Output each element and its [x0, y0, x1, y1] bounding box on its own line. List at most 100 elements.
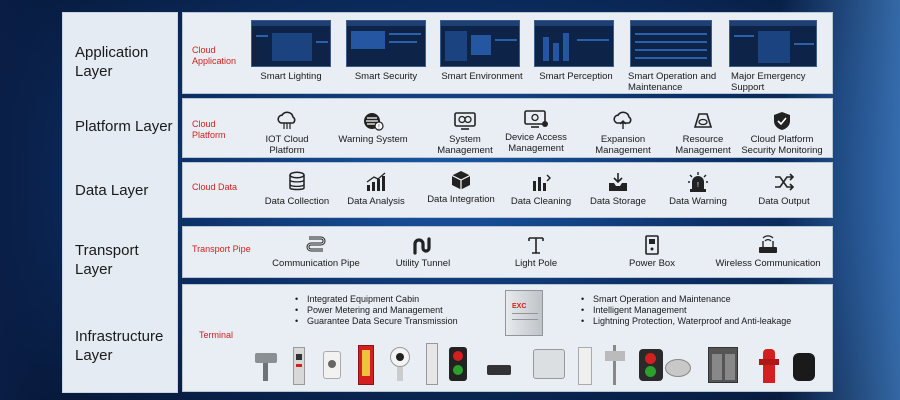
- layer-labels-column: Application Layer Platform Layer Data La…: [62, 12, 178, 393]
- svg-text:!: !: [697, 182, 699, 189]
- speaker-column-device: [426, 343, 438, 385]
- transport-label: Wireless Communication: [715, 258, 821, 269]
- background-glow-left: [0, 0, 70, 400]
- platform-panel: Cloud Platform IOT Cloud Platform ! Warn…: [182, 98, 833, 158]
- data-label: Data Warning: [669, 196, 727, 207]
- data-item-collection: Data Collection: [259, 171, 335, 207]
- data-label: Data Collection: [264, 196, 330, 207]
- app-label-smart-operation: Smart Operation and Maintenance: [628, 71, 717, 93]
- weather-station-device: [603, 345, 627, 385]
- data-item-warning: ! Data Warning: [663, 171, 733, 207]
- data-item-integration: Data Integration: [423, 169, 499, 205]
- transport-item-wireless: Wireless Communication: [709, 235, 827, 269]
- gateway-box-device: [533, 349, 565, 379]
- infrastructure-tag: Terminal: [199, 330, 234, 340]
- layer-label-application: Application Layer: [75, 44, 149, 80]
- data-label: Data Storage: [590, 196, 646, 207]
- display-screen-device: [358, 345, 374, 385]
- cleaning-chart-icon: [533, 174, 551, 191]
- data-label: Data Output: [758, 196, 810, 207]
- bullet-item: Guarantee Data Secure Transmission: [293, 316, 493, 327]
- warning-signal-icon: !: [364, 113, 384, 131]
- platform-tag: Cloud Platform: [192, 119, 226, 140]
- emergency-call-device: [323, 351, 341, 379]
- platform-label: Cloud Platform Security Monitoring: [741, 134, 823, 156]
- transport-label: Light Pole: [514, 258, 558, 269]
- bullet-item: Smart Operation and Maintenance: [579, 294, 829, 305]
- shuffle-icon: [775, 173, 795, 191]
- infrastructure-panel: Terminal Integrated Equipment Cabin Powe…: [182, 284, 833, 392]
- platform-item-device-access: Device Access Management: [501, 109, 571, 154]
- screenshot-emergency-support: [729, 20, 817, 67]
- data-label: Data Integration: [427, 194, 495, 205]
- trash-bin-device: [708, 347, 738, 383]
- transport-label: Communication Pipe: [272, 258, 360, 269]
- transport-item-pipe: Communication Pipe: [265, 235, 367, 269]
- cube-icon: [451, 171, 471, 190]
- screenshot-smart-perception: [534, 20, 614, 67]
- platform-item-security-monitoring: Cloud Platform Security Monitoring: [735, 111, 829, 156]
- smart-terminal-device: [793, 353, 815, 381]
- fire-hydrant-device: [759, 345, 779, 385]
- transport-label: Power Box: [629, 258, 675, 269]
- cloud-icon: [277, 111, 296, 129]
- platform-label: Resource Management: [675, 134, 731, 156]
- bullet-item: Power Metering and Management: [293, 305, 493, 316]
- infrastructure-bullets-left: Integrated Equipment Cabin Power Meterin…: [293, 294, 493, 327]
- bullet-item: Lightning Protection, Waterproof and Ant…: [579, 316, 829, 327]
- manhole-sensor-device: [665, 359, 691, 377]
- cabinet-brand: EXC: [512, 303, 527, 310]
- platform-label: System Management: [437, 134, 493, 156]
- tunnel-icon: [413, 237, 431, 255]
- layer-label-infrastructure: Infrastructure Layer: [75, 328, 164, 364]
- data-panel: Cloud Data Data Collection Data Analysis…: [182, 162, 833, 218]
- shield-check-icon: [774, 112, 790, 130]
- data-label: Data Analysis: [347, 196, 405, 207]
- light-pole-icon: [528, 237, 544, 254]
- power-box-icon: [645, 235, 659, 255]
- traffic-light-device: [449, 347, 467, 381]
- app-label-smart-environment: Smart Environment: [441, 71, 523, 82]
- app-label-smart-perception: Smart Perception: [539, 71, 613, 82]
- device-access-icon: [524, 110, 548, 128]
- signal-light-device: [639, 349, 663, 381]
- svg-text:!: !: [378, 125, 380, 131]
- transport-tag: Transport Pipe: [192, 244, 251, 254]
- screenshot-smart-security: [346, 20, 426, 67]
- screenshot-smart-operation: [630, 20, 712, 67]
- bar-chart-icon: [366, 172, 386, 191]
- environment-sensor-device: [578, 347, 592, 385]
- alarm-light-icon: !: [688, 172, 708, 192]
- equipment-cabin-image: EXC: [505, 290, 543, 336]
- layer-label-platform: Platform Layer: [75, 118, 173, 135]
- resource-icon: [693, 113, 713, 128]
- platform-item-expansion: Expansion Management: [583, 111, 663, 156]
- data-item-cleaning: Data Cleaning: [503, 171, 579, 207]
- bullet-item: Integrated Equipment Cabin: [293, 294, 493, 305]
- inbox-download-icon: [609, 173, 627, 191]
- data-label: Data Cleaning: [510, 196, 572, 207]
- dome-camera-device: [388, 347, 412, 383]
- data-item-analysis: Data Analysis: [341, 171, 411, 207]
- transport-item-tunnel: Utility Tunnel: [381, 235, 465, 269]
- monitor-settings-icon: [454, 112, 476, 130]
- platform-item-system-management: System Management: [433, 111, 497, 156]
- street-light-device: [253, 351, 279, 381]
- application-panel: Cloud Application Smart Lighting Smart S…: [182, 12, 833, 94]
- screenshot-smart-environment: [440, 20, 520, 67]
- bullet-item: Intelligent Management: [579, 305, 829, 316]
- pipe-icon: [306, 236, 326, 252]
- platform-label: Warning System: [338, 134, 408, 145]
- data-tag: Cloud Data: [192, 182, 238, 192]
- data-item-storage: Data Storage: [583, 171, 653, 207]
- platform-label: IOT Cloud Platform: [265, 134, 309, 156]
- screenshot-smart-lighting: [251, 20, 331, 67]
- router-icon: [759, 235, 777, 253]
- app-label-smart-security: Smart Security: [354, 71, 418, 82]
- layer-label-data: Data Layer: [75, 182, 149, 199]
- transport-item-power-box: Power Box: [617, 235, 687, 269]
- database-icon: [289, 171, 305, 191]
- application-tag: Cloud Application: [192, 45, 237, 66]
- app-label-emergency-support: Major Emergency Support: [731, 71, 806, 93]
- layer-label-transport: Transport Layer: [75, 242, 139, 278]
